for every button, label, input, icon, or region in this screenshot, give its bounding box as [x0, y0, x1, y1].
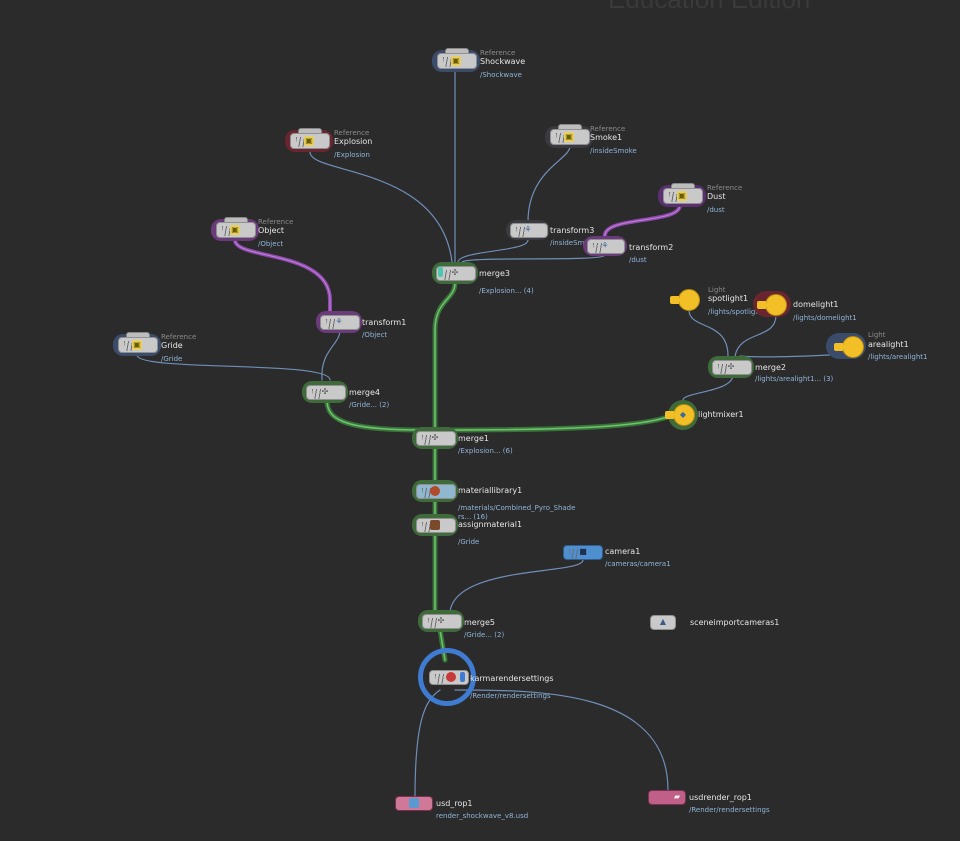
reference-icon: ▣ [230, 225, 240, 235]
assign-material-icon [430, 520, 440, 530]
watermark: Education Edition [608, 0, 810, 15]
light-bulb-icon [670, 289, 700, 311]
display-flag-icon [438, 267, 443, 277]
merge-icon: ✣ [431, 433, 439, 442]
usdrender-rop-icon: ▰ [673, 792, 681, 801]
wire-green-chain [324, 280, 686, 663]
selection-ring [418, 648, 476, 706]
transform-icon: ⚘ [524, 225, 532, 234]
reference-icon: ▣ [677, 191, 687, 201]
usd-rop-icon [409, 798, 419, 808]
reference-icon: ▣ [304, 136, 314, 146]
wire-blue [136, 69, 851, 799]
merge-icon: ✣ [321, 387, 329, 396]
merge-icon: ✣ [451, 268, 459, 277]
render-settings-icon [446, 672, 456, 682]
material-icon [430, 486, 440, 496]
transform-icon: ⚘ [335, 317, 343, 326]
wire-purple [233, 203, 682, 316]
transform-icon: ⚘ [601, 241, 609, 250]
wire-green-core [326, 282, 684, 661]
reference-icon: ▣ [564, 132, 574, 142]
light-bulb-icon [757, 294, 787, 316]
camera-icon: ■ [579, 547, 587, 556]
lightmixer-icon [665, 404, 695, 426]
reference-icon: ▣ [451, 56, 461, 66]
merge-icon: ✣ [437, 616, 445, 625]
scene-import-icon: ▲ [659, 617, 667, 626]
reference-icon: ▣ [132, 340, 142, 350]
merge-icon: ✣ [727, 362, 735, 371]
light-bulb-icon [834, 336, 864, 358]
